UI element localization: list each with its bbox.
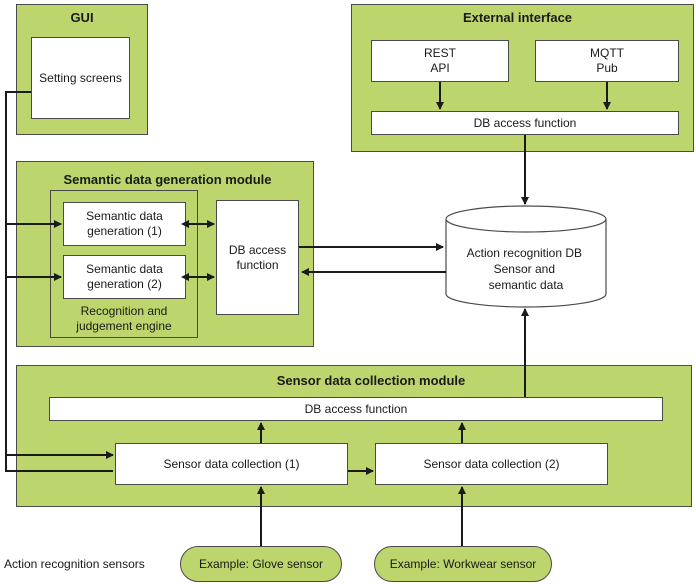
sensor-collection-2-box: Sensor data collection (2) bbox=[375, 443, 608, 485]
recognition-engine-frame bbox=[50, 190, 198, 338]
workwear-sensor-pill: Example: Workwear sensor bbox=[374, 546, 552, 582]
sensor-collection-title: Sensor data collection module bbox=[276, 373, 466, 388]
gui-bus-line bbox=[5, 91, 113, 472]
recognition-engine-label: Recognition and judgement engine bbox=[76, 304, 172, 333]
sensor-collection-1-box: Sensor data collection (1) bbox=[115, 443, 348, 485]
action-recognition-db-cylinder: Action recognition DB Sensor and semanti… bbox=[445, 205, 607, 308]
action-recognition-sensors-label: Action recognition sensors bbox=[4, 557, 145, 571]
semantic-gen-2-box: Semantic data generation (2) bbox=[63, 255, 186, 299]
setting-screens-box: Setting screens bbox=[31, 37, 130, 119]
external-interface-title: External interface bbox=[462, 10, 573, 25]
sensor-db-access-box: DB access function bbox=[49, 397, 663, 421]
mqtt-pub-box: MQTT Pub bbox=[535, 40, 679, 82]
db-label: Action recognition DB Sensor and semanti… bbox=[467, 246, 586, 292]
external-db-access-box: DB access function bbox=[371, 111, 679, 135]
semantic-gen-1-box: Semantic data generation (1) bbox=[63, 202, 186, 246]
rest-api-box: REST API bbox=[371, 40, 509, 82]
semantic-generation-title: Semantic data generation module bbox=[63, 172, 272, 187]
semantic-db-access-box: DB access function bbox=[216, 200, 299, 315]
gui-title: GUI bbox=[70, 10, 94, 25]
glove-sensor-pill: Example: Glove sensor bbox=[180, 546, 342, 582]
